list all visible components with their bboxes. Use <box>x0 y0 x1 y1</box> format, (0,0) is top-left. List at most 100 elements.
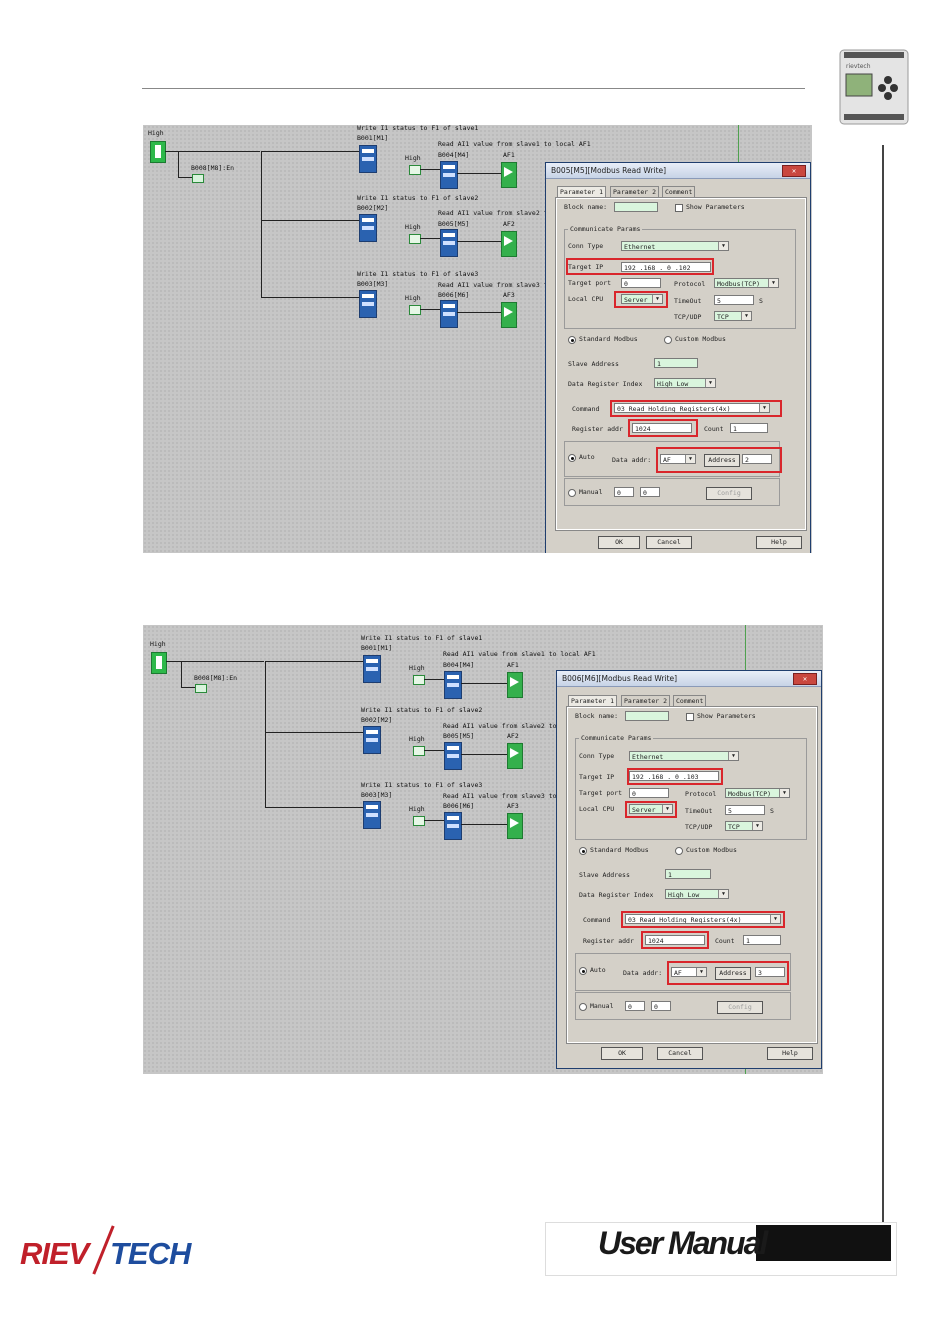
register-addr-label: Register addr <box>572 425 623 433</box>
register-addr-input[interactable]: 1024 <box>632 423 692 433</box>
tcpudp-select[interactable]: TCP▼ <box>714 311 752 321</box>
standard-modbus-radio[interactable] <box>568 336 576 344</box>
en-label: B008[M8]:En <box>194 674 238 682</box>
standard-modbus-radio[interactable] <box>579 847 587 855</box>
target-ip-input[interactable]: 192 .168 . 0 .103 <box>629 771 719 781</box>
manual-radio[interactable] <box>568 489 576 497</box>
show-params-checkbox[interactable] <box>675 204 683 212</box>
count-input[interactable]: 1 <box>730 423 768 433</box>
address-input[interactable]: 2 <box>742 454 772 464</box>
af-output-3[interactable] <box>507 813 523 839</box>
af-output-1[interactable] <box>501 162 517 188</box>
target-ip-input[interactable]: 192 .168 . 0 .102 <box>621 262 711 272</box>
right-margin-rule <box>882 145 884 1225</box>
af-output-2[interactable] <box>507 743 523 769</box>
conn-type-label: Conn Type <box>579 752 615 760</box>
data-register-index-select[interactable]: High Low▼ <box>654 378 716 388</box>
data-register-index-select[interactable]: High Low▼ <box>665 889 729 899</box>
count-input[interactable]: 1 <box>743 935 781 945</box>
read-block-3[interactable] <box>440 300 458 328</box>
tab-parameter-1[interactable]: Parameter 1 <box>568 695 618 707</box>
command-select[interactable]: 03 Read Holding Registers(4x)▼ <box>625 914 781 924</box>
target-port-input[interactable]: 0 <box>629 788 669 798</box>
high-label: High <box>148 129 164 137</box>
tab-parameter-2[interactable]: Parameter 2 <box>621 695 671 707</box>
tab-parameter-2[interactable]: Parameter 2 <box>610 186 660 198</box>
block-name-label: Block name: <box>575 712 619 720</box>
af-output-1[interactable] <box>507 672 523 698</box>
custom-modbus-radio[interactable] <box>664 336 672 344</box>
conn-type-select[interactable]: Ethernet▼ <box>629 751 739 761</box>
local-cpu-select[interactable]: Server▼ <box>629 804 673 814</box>
af-output-3[interactable] <box>501 302 517 328</box>
highlight-data-addr <box>667 961 789 985</box>
data-addr-select[interactable]: AF▼ <box>671 967 707 977</box>
cancel-button[interactable]: Cancel <box>646 536 692 549</box>
af-output-2[interactable] <box>501 231 517 257</box>
data-addr-select[interactable]: AF▼ <box>660 454 696 464</box>
auto-radio[interactable] <box>568 454 576 462</box>
target-port-input[interactable]: 0 <box>621 278 661 288</box>
address-button[interactable]: Address <box>704 454 740 467</box>
timeout-input[interactable]: 5 <box>725 805 765 815</box>
tcpudp-select[interactable]: TCP▼ <box>725 821 763 831</box>
en-flag <box>192 174 204 183</box>
close-icon[interactable]: ✕ <box>793 673 817 685</box>
tab-parameter-1[interactable]: Parameter 1 <box>557 186 607 198</box>
input-block[interactable] <box>150 141 166 163</box>
block-name-input[interactable] <box>625 711 669 721</box>
manual-input-b[interactable]: 0 <box>651 1001 671 1011</box>
highlight-local-cpu <box>614 291 668 308</box>
address-button[interactable]: Address <box>715 967 751 980</box>
help-button[interactable]: Help <box>767 1047 813 1060</box>
custom-modbus-radio[interactable] <box>675 847 683 855</box>
write-block-3[interactable] <box>359 290 377 318</box>
write-block-3[interactable] <box>363 801 381 829</box>
help-button[interactable]: Help <box>756 536 802 549</box>
read-block-2[interactable] <box>444 742 462 770</box>
slave-address-input[interactable]: 1 <box>654 358 698 368</box>
local-cpu-select[interactable]: Server▼ <box>621 294 663 304</box>
write-block-1[interactable] <box>363 655 381 683</box>
read-block-2[interactable] <box>440 229 458 257</box>
write-block-name-3: B003[M3] <box>361 791 393 799</box>
user-manual-title: User Manual <box>598 1225 768 1261</box>
ok-button[interactable]: OK <box>598 536 640 549</box>
dialog-title: B005[M5][Modbus Read Write] <box>546 163 810 179</box>
config-button[interactable]: Config <box>706 487 752 500</box>
header-rule <box>142 88 805 89</box>
timeout-input[interactable]: 5 <box>714 295 754 305</box>
input-block[interactable] <box>151 652 167 674</box>
config-button[interactable]: Config <box>717 1001 763 1014</box>
close-icon[interactable]: ✕ <box>782 165 806 177</box>
manual-input-b[interactable]: 0 <box>640 487 660 497</box>
manual-radio[interactable] <box>579 1003 587 1011</box>
command-select[interactable]: 03 Read Holding Registers(4x)▼ <box>614 403 770 413</box>
read-block-1[interactable] <box>444 671 462 699</box>
slave-address-input[interactable]: 1 <box>665 869 711 879</box>
write-block-2[interactable] <box>359 214 377 242</box>
show-params-checkbox[interactable] <box>686 713 694 721</box>
auto-group <box>575 953 791 991</box>
read-block-1[interactable] <box>440 161 458 189</box>
auto-radio[interactable] <box>579 967 587 975</box>
ok-button[interactable]: OK <box>601 1047 643 1060</box>
highlight-command <box>610 400 782 417</box>
read-block-3[interactable] <box>444 812 462 840</box>
cancel-button[interactable]: Cancel <box>657 1047 703 1060</box>
register-addr-input[interactable]: 1024 <box>645 935 705 945</box>
standard-modbus-label: Standard Modbus <box>579 335 638 343</box>
manual-input-a[interactable]: 0 <box>614 487 634 497</box>
tab-comment[interactable]: Comment <box>673 695 707 707</box>
block-name-input[interactable] <box>614 202 658 212</box>
conn-type-select[interactable]: Ethernet▼ <box>621 241 729 251</box>
tab-comment[interactable]: Comment <box>662 186 696 198</box>
address-input[interactable]: 3 <box>755 967 785 977</box>
tab-panel <box>555 197 807 531</box>
manual-input-a[interactable]: 0 <box>625 1001 645 1011</box>
write-block-2[interactable] <box>363 726 381 754</box>
write-block-1[interactable] <box>359 145 377 173</box>
protocol-select[interactable]: Modbus(TCP)▼ <box>725 788 790 798</box>
protocol-select[interactable]: Modbus(TCP)▼ <box>714 278 779 288</box>
auto-label: Auto <box>590 966 606 974</box>
